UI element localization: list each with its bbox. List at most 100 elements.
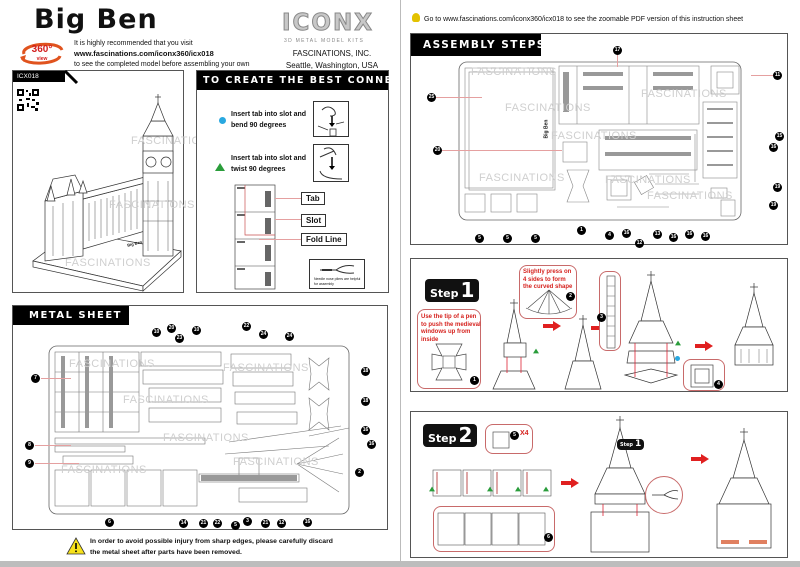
part-callout: 7 [31,374,40,383]
part-5-illustration [492,431,510,449]
view-360-icon[interactable]: 360° view [18,38,66,66]
watermark: FASCINATIONS [163,432,249,444]
bend-marker-icon [675,356,680,361]
twist-instruction: Insert tab into slot and twist 90 degree… [231,153,306,175]
watermark: FASCINATIONS [65,257,151,269]
recommend-url-link[interactable]: www.fascinations.com/iconx360/icx018 [74,49,214,58]
part-callout: 12 [635,239,644,248]
part-callout: 21 [261,519,270,528]
part-callout: 16 [303,518,312,527]
sheet-label: Big Ben [543,119,550,139]
big-ben-model-illustration [32,94,182,292]
connections-panel: TO CREATE THE BEST CONNECTIONS Insert ta… [196,70,440,293]
watermark: FASCINATIONS [223,362,309,374]
step-number: 1 [634,439,642,449]
warning-line: In order to avoid possible injury from s… [90,538,333,545]
part-callout: 18 [361,367,370,376]
next-arrow-icon [543,321,561,331]
brand-tagline: 3D METAL MODEL KITS [284,38,365,44]
fold-line-label: Fold Line [301,233,347,246]
step-number: 1 [460,278,475,302]
tab-leader-line [275,198,301,199]
watermark: FASCINATIONS [61,464,147,476]
pliers-note: Needle nose pliers are helpful for assem… [314,277,361,286]
part-callout: 16 [622,229,631,238]
part-6-callout: 6 [433,506,555,552]
part-callout: 24 [259,330,268,339]
watermark: FASCINATIONS [233,456,319,468]
page-footer-bar [0,561,800,567]
part-4-illustration [690,364,714,388]
part-callout: 3 [597,313,606,322]
part-callout: 16 [769,143,778,152]
company-info: FASCINATIONS, INC. Seattle, Washington, … [282,48,382,72]
part-callout: 4 [605,231,614,240]
fold-leader-line [259,239,301,240]
brand-logo: ICONX [282,10,374,37]
twist-marker-icon [675,340,681,346]
watermark: FASCINATIONS [479,172,565,184]
twist-marker-icon [543,486,549,492]
svg-text:view: view [37,56,48,62]
recommendation-text: It is highly recommended that you visit … [74,39,250,70]
pliers-detail-callout [645,476,683,514]
part-callout: 4 [714,380,723,389]
part-callout: 6 [105,518,114,527]
tower-assembly-illustration [590,416,650,553]
company-name: FASCINATIONS, INC. [292,49,372,58]
watermark: FASCINATIONS [647,190,733,202]
pliers-tip-box: Needle nose pliers are helpful for assem… [309,259,365,289]
twist-text: Insert tab into slot and [231,155,307,162]
tip-text[interactable]: Go to www.fascinations.com/iconx360/icx0… [424,16,744,23]
next-arrow-icon [691,454,709,464]
part-callout: 20 [167,324,176,333]
part-callout: 15 [775,132,784,141]
bend-marker-icon [219,117,226,124]
step-word: Step [428,432,457,445]
slot-leader-line [275,219,301,220]
step-number: 2 [458,423,473,447]
part-6-illustration [437,512,546,546]
part-callout: 14 [179,519,188,528]
watermark: FASCINATIONS [109,199,195,211]
tower-top-complete-illustration [734,283,774,366]
leader-line [442,150,562,151]
company-location: Seattle, Washington, USA [285,61,379,70]
tower-complete-illustration [716,428,772,549]
twist-marker-icon [215,163,225,171]
spire-assembly-illustration [492,299,536,390]
part-callout: 19 [773,183,782,192]
twist-text: twist 90 degrees [231,166,286,173]
leader-line [751,75,773,76]
page-divider [400,0,401,567]
watermark: FASCINATIONS [69,358,155,370]
leader-line [35,445,71,446]
part-callout: 5 [231,521,240,530]
part-callout: 24 [285,332,294,341]
tab-label: Tab [301,192,325,205]
model-code-tag: ICX018 [13,71,65,82]
connections-heading: TO CREATE THE BEST CONNECTIONS [197,71,440,90]
part-callout: 2 [566,292,575,301]
metal-sheet-diagram [48,345,350,515]
part-callout: 23 [175,334,184,343]
part-callout: 22 [213,519,222,528]
warning-text: In order to avoid possible injury from s… [90,536,333,558]
recommend-line: It is highly recommended that you visit [74,40,193,47]
part-callout: 17 [613,46,622,55]
page-title: Big Ben [34,4,158,35]
part-callout: 12 [277,519,286,528]
watermark: FASCINATIONS [551,130,637,142]
leader-line [35,463,79,464]
lightbulb-icon [412,13,420,22]
next-arrow-icon [561,478,579,488]
step-word: Step [620,442,633,448]
qr-code-icon[interactable] [17,89,39,111]
twist-illustration [313,144,349,182]
part-3-strip-illustration [606,275,616,349]
part-callout: 11 [773,71,782,80]
